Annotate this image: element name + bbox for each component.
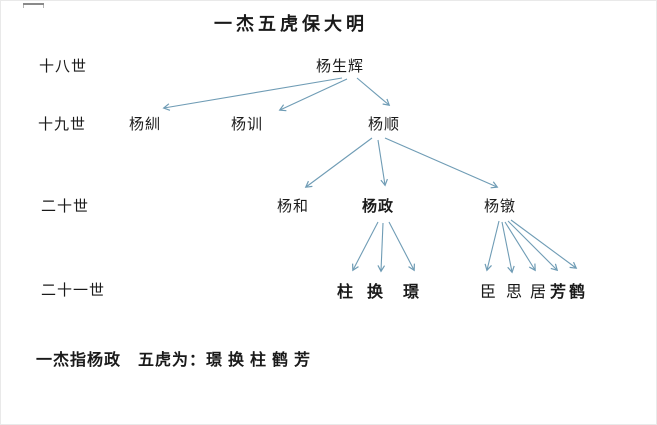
gen-label-18: 十八世 <box>39 59 88 75</box>
footnote-legend: 一杰指杨政 五虎为：璟 换 柱 鹤 芳 <box>36 352 312 369</box>
arrow-zheng-to-huan <box>377 222 386 273</box>
node-si: 思 <box>506 284 523 301</box>
node-he2: 鹤 <box>569 284 586 301</box>
node-yang-xun2: 杨训 <box>231 117 264 133</box>
node-yang-shenghui: 杨生辉 <box>316 59 365 75</box>
node-zhu: 柱 <box>337 284 354 301</box>
node-yang-dun: 杨镦 <box>484 199 517 215</box>
node-yang-he: 杨和 <box>277 199 310 215</box>
arrow-shun-to-dun <box>384 137 499 189</box>
arrow-shun-to-he <box>304 137 373 188</box>
node-chen: 臣 <box>480 284 497 301</box>
gen-label-20: 二十世 <box>41 199 90 215</box>
arrow-zheng-to-jing <box>388 221 415 272</box>
node-yang-zheng: 杨政 <box>362 199 395 215</box>
arrow-dun-to-si <box>501 221 515 274</box>
gen-label-21: 二十一世 <box>41 283 106 299</box>
node-fang: 芳 <box>550 284 567 301</box>
arrow-shun-to-zheng <box>377 139 388 187</box>
arrow-root-to-shun <box>356 77 391 107</box>
node-huan: 换 <box>367 284 384 301</box>
node-jing: 璟 <box>403 284 420 301</box>
gen-label-19: 十九世 <box>38 117 87 133</box>
node-yang-xun1: 杨紃 <box>129 117 162 133</box>
node-ju: 居 <box>530 284 547 301</box>
diagram-title: 一杰五虎保大明 <box>214 14 368 34</box>
arrow-root-to-xun1 <box>162 77 343 111</box>
arrow-zheng-to-zhu <box>352 221 379 272</box>
node-yang-shun: 杨顺 <box>368 117 401 133</box>
arrow-dun-to-ju <box>504 221 536 272</box>
arrow-dun-to-he2 <box>510 219 578 269</box>
scan-artifact-mark <box>23 3 44 9</box>
arrow-dun-to-fang <box>507 220 559 272</box>
arrow-dun-to-chen <box>484 220 500 272</box>
arrow-root-to-xun2 <box>278 78 348 112</box>
